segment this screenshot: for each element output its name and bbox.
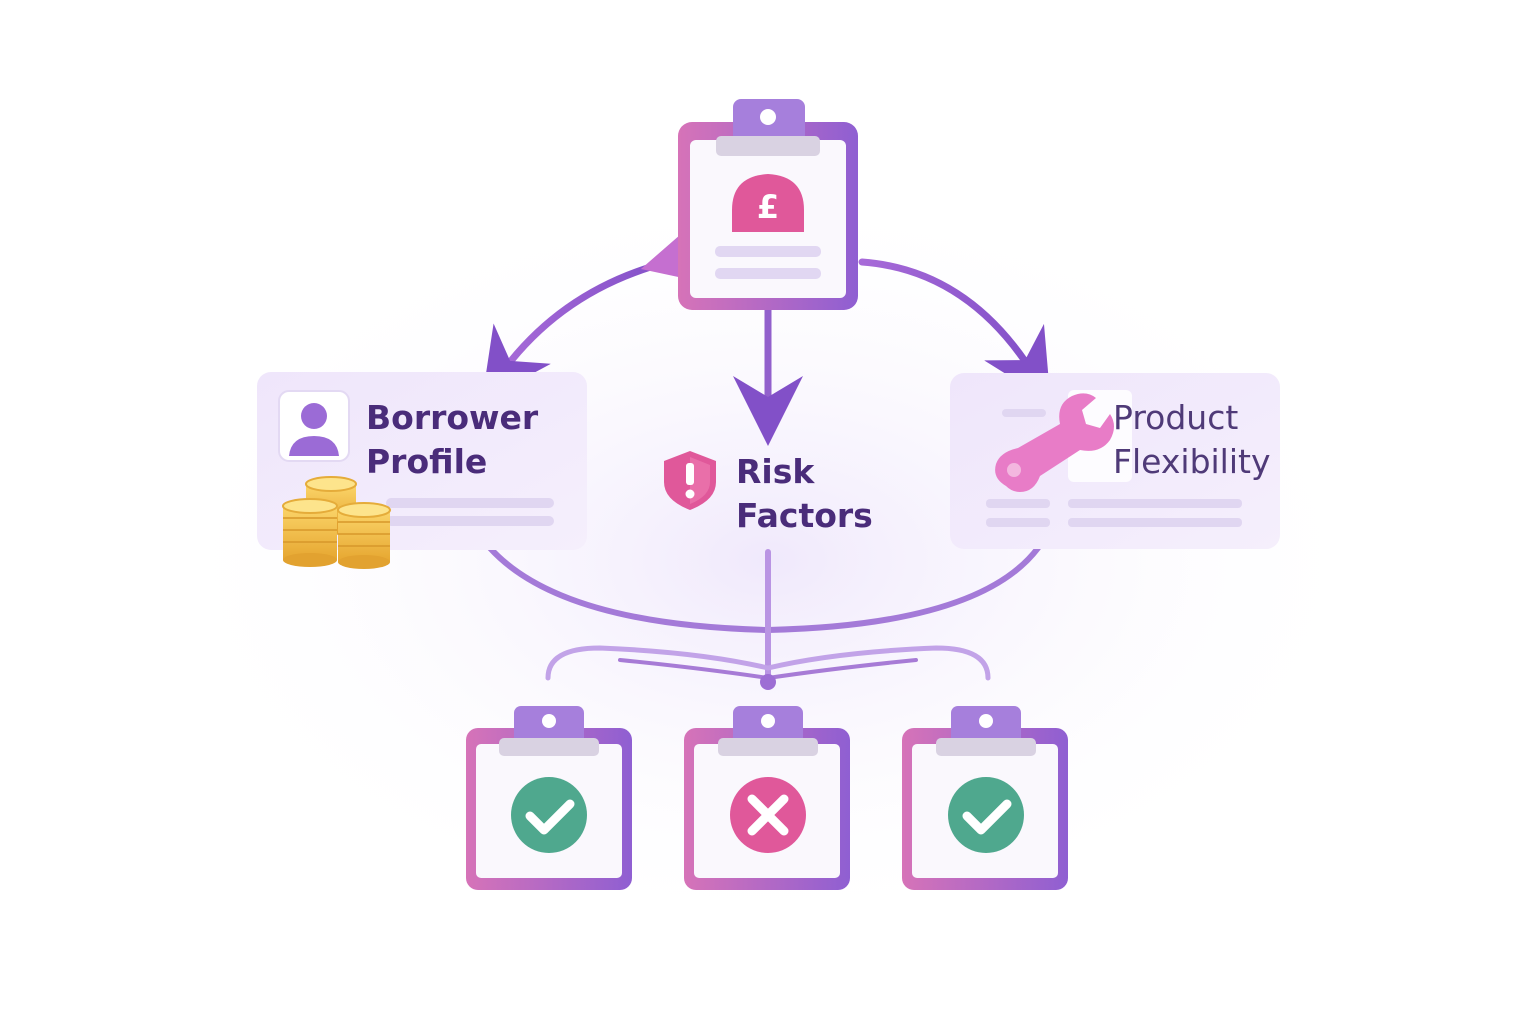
product-label-line2: Flexibility [1113, 442, 1271, 481]
outcome-clipboard-3 [902, 706, 1068, 890]
borrower-label-line1: Borrower [366, 398, 539, 437]
risk-label-line2: Factors [736, 496, 873, 535]
borrower-card [257, 372, 587, 569]
user-icon [278, 390, 350, 462]
outcome-brace [545, 645, 991, 681]
check-icon [511, 777, 587, 853]
risk-label-line1: Risk [736, 452, 815, 491]
outcome-clipboard-1 [466, 706, 632, 890]
cross-icon [730, 777, 806, 853]
arrow-top-to-product [858, 258, 1051, 402]
outcome-clipboard-2 [684, 706, 850, 890]
svg-text:£: £ [757, 188, 779, 226]
shield-alert-icon [664, 451, 716, 510]
pound-bag-icon: £ [732, 174, 804, 232]
product-flexibility-label: Product Flexibility [1113, 396, 1271, 484]
product-label-line1: Product [1113, 398, 1239, 437]
arrow-top-to-borrower [481, 217, 718, 401]
junction-dot [760, 674, 776, 690]
check-icon [948, 777, 1024, 853]
wrench-icon [995, 393, 1114, 492]
top-clipboard: £ [678, 99, 858, 310]
risk-factors-label: Risk Factors [736, 450, 873, 538]
product-card [950, 373, 1280, 549]
coin-stack-icon [282, 476, 391, 569]
borrower-profile-label: Borrower Profile [366, 396, 538, 484]
borrower-label-line2: Profile [366, 442, 488, 481]
